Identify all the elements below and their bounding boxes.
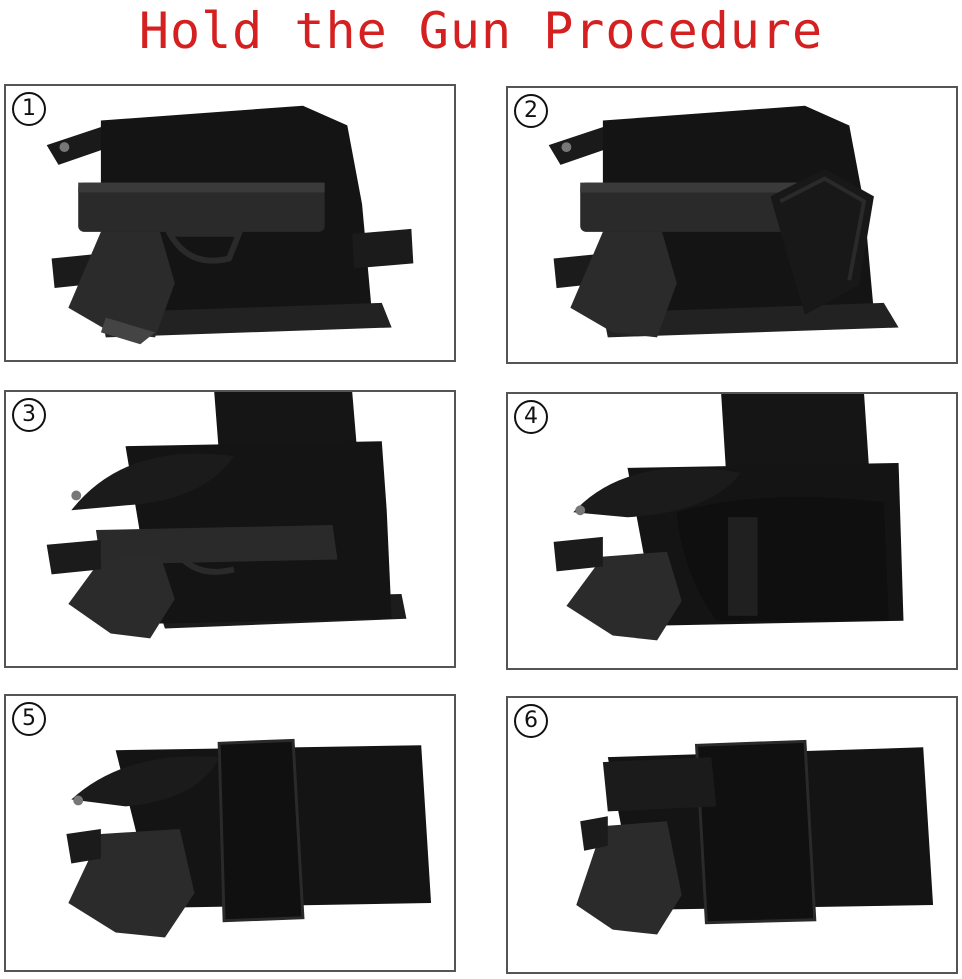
step-number: 6	[514, 704, 548, 738]
step-number: 2	[514, 94, 548, 128]
step-panel-4: 4	[506, 392, 958, 670]
step-number: 5	[12, 702, 46, 736]
step-panel-6: 6	[506, 696, 958, 974]
step-panel-1: 1	[4, 84, 456, 362]
holster-flap-folding-photo	[548, 105, 899, 338]
step-number: 3	[12, 398, 46, 432]
step-panel-2: 2	[506, 86, 958, 364]
step-number: 1	[12, 92, 46, 126]
holster-open-photo	[46, 105, 414, 345]
page-title: Hold the Gun Procedure	[138, 2, 824, 60]
step-panel-5: 5	[4, 694, 456, 972]
step-panel-3: 3	[4, 390, 456, 668]
holster-wrapped-photo	[66, 738, 432, 938]
holster-secured-photo	[576, 739, 934, 935]
holster-top-flap-photo	[46, 392, 407, 639]
step-number: 4	[514, 400, 548, 434]
holster-side-fold-photo	[553, 394, 904, 641]
